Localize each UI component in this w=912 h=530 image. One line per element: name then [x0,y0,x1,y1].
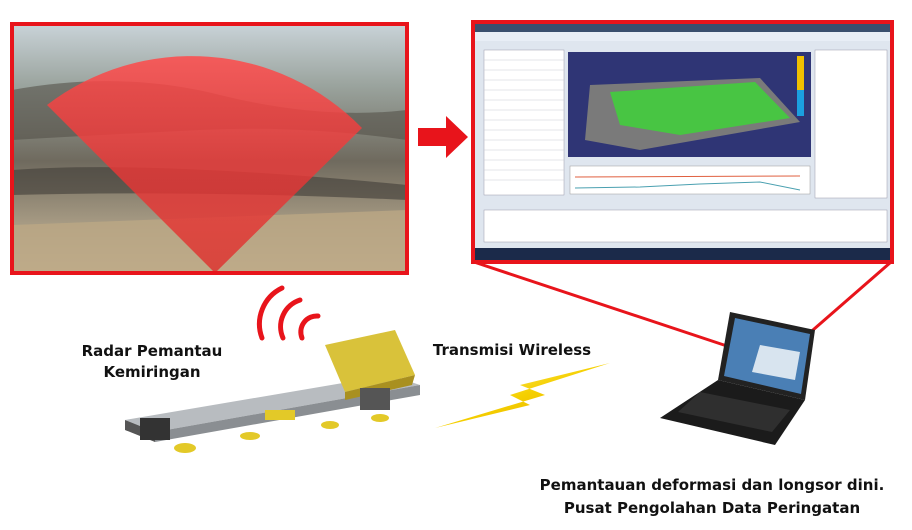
radar-label-line1: Radar Pemantau [81,342,223,360]
monitoring-software-screenshot [471,20,894,264]
connector-line-left [473,260,746,354]
mine-photo [10,22,409,275]
radar-label-line2: Kemiringan [103,363,201,381]
center-label-line2: Pusat Pengolahan Data Peringatan [563,499,861,517]
wireless-label: Transmisi Wireless [432,341,592,359]
laptop-icon [660,312,815,445]
radar-device-icon [125,330,420,453]
center-label-line1: Pemantauan deformasi dan longsor dini. [539,476,885,494]
radar-coverage-sector [47,56,362,273]
radar-label: Radar Pemantau Kemiringan [60,341,244,383]
center-label: Pemantauan deformasi dan longsor dini. P… [520,474,904,520]
lightning-bolt-icon [435,363,610,428]
radar-wave-icon [256,285,321,341]
right-arrow-icon [418,116,468,158]
